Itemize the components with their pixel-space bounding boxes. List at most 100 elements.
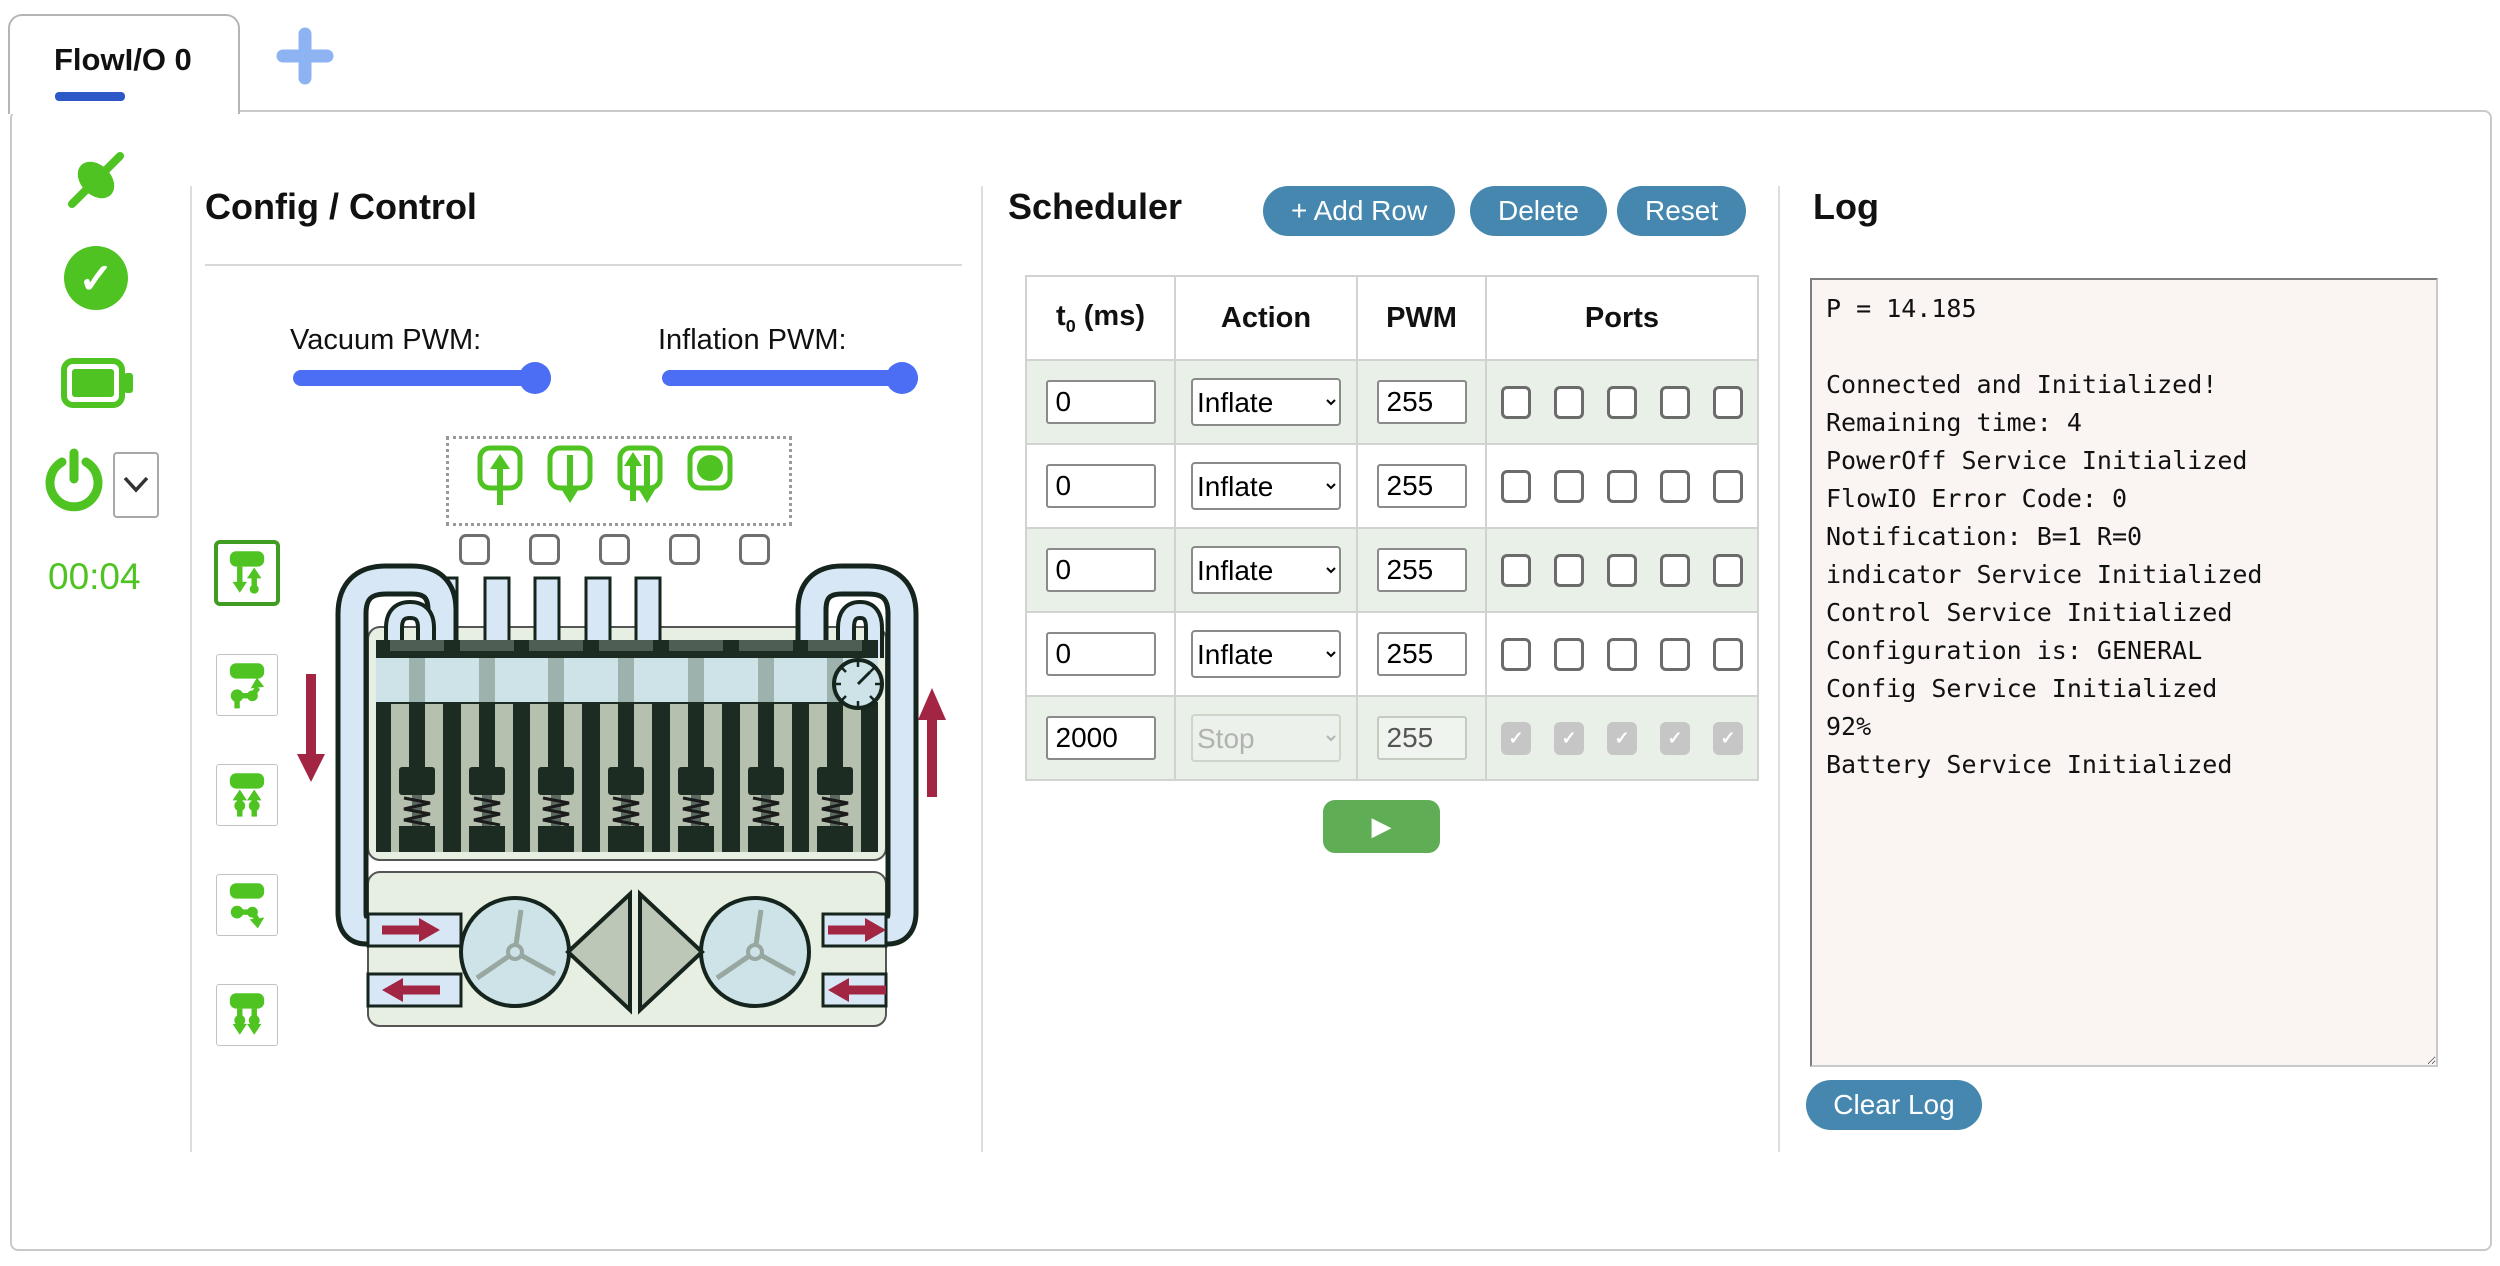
action-select: Stop bbox=[1191, 714, 1341, 762]
connect-button[interactable] bbox=[62, 146, 130, 219]
stop-icon bbox=[687, 445, 733, 491]
battery-status bbox=[60, 356, 136, 415]
t0-input[interactable] bbox=[1045, 464, 1156, 508]
status-ok-check-icon: ✓ bbox=[64, 246, 128, 310]
port-checkbox[interactable] bbox=[1501, 469, 1531, 503]
port-checkbox[interactable] bbox=[1554, 637, 1584, 671]
ports-cell bbox=[1488, 637, 1756, 671]
port-checkbox[interactable] bbox=[1660, 637, 1690, 671]
power-options-dropdown[interactable] bbox=[113, 452, 159, 518]
add-row-button[interactable]: + Add Row bbox=[1263, 186, 1456, 236]
port-checkbox[interactable] bbox=[1713, 553, 1743, 587]
port-checkbox[interactable] bbox=[1660, 553, 1690, 587]
pneumatic-diagram bbox=[330, 562, 948, 1059]
tab-flowio-0[interactable]: FlowI/O 0 bbox=[8, 14, 240, 114]
clear-log-button[interactable]: Clear Log bbox=[1806, 1080, 1982, 1130]
port-checkbox[interactable] bbox=[1554, 553, 1584, 587]
port-checkbox[interactable] bbox=[529, 534, 560, 565]
mode-inflate-one-button[interactable] bbox=[216, 654, 278, 716]
tab-active-underline bbox=[55, 92, 125, 101]
port-checkbox: ✓ bbox=[1554, 721, 1584, 755]
port-checkbox: ✓ bbox=[1713, 721, 1743, 755]
add-tab-button[interactable] bbox=[275, 26, 335, 86]
pwm-input[interactable] bbox=[1376, 464, 1467, 508]
scheduler-panel-title: Scheduler bbox=[1008, 186, 1183, 227]
inflation-pwm-slider[interactable] bbox=[662, 370, 918, 386]
scheduler-header-row: t0 (ms) Action PWM Ports bbox=[1025, 275, 1759, 361]
inflate-button[interactable] bbox=[477, 445, 523, 509]
mode-vacuum-one-button[interactable] bbox=[216, 874, 278, 936]
ports-cell: ✓ ✓ ✓ ✓ ✓ bbox=[1488, 721, 1756, 755]
ports-cell bbox=[1488, 385, 1756, 419]
log-panel-title: Log bbox=[1813, 186, 1879, 227]
battery-icon bbox=[61, 358, 133, 408]
scheduler-table-body: Inflate Inflate Inflate Inflate Stop ✓✓✓… bbox=[1025, 359, 1759, 781]
t0-input[interactable] bbox=[1045, 548, 1156, 592]
mode-inflate-all-button[interactable] bbox=[216, 764, 278, 826]
port-checkbox[interactable] bbox=[1660, 385, 1690, 419]
action-select[interactable]: Inflate bbox=[1191, 462, 1341, 510]
port-checkbox-row bbox=[459, 534, 770, 565]
t0-input[interactable] bbox=[1045, 380, 1156, 424]
mode-vacuum-all-button[interactable] bbox=[216, 984, 278, 1046]
release-button[interactable] bbox=[617, 445, 663, 509]
tab-title: FlowI/O 0 bbox=[54, 42, 192, 77]
port-checkbox[interactable] bbox=[1501, 637, 1531, 671]
chevron-down-icon bbox=[123, 476, 149, 493]
port-checkbox: ✓ bbox=[1607, 721, 1637, 755]
pwm-input[interactable] bbox=[1376, 632, 1467, 676]
port-checkbox: ✓ bbox=[1501, 721, 1531, 755]
scheduler-table: t0 (ms) Action PWM Ports Inflate Inflate… bbox=[1025, 275, 1759, 781]
play-icon: ▶ bbox=[1371, 811, 1392, 841]
port-checkbox[interactable] bbox=[599, 534, 630, 565]
reset-button[interactable]: Reset bbox=[1617, 186, 1747, 236]
release-icon bbox=[617, 445, 663, 503]
action-select[interactable]: Inflate bbox=[1191, 378, 1341, 426]
action-select[interactable]: Inflate bbox=[1191, 546, 1341, 594]
port-checkbox[interactable] bbox=[669, 534, 700, 565]
t0-input[interactable] bbox=[1045, 716, 1156, 760]
config-panel-title: Config / Control bbox=[205, 186, 477, 227]
port-checkbox[interactable] bbox=[1554, 469, 1584, 503]
pwm-input[interactable] bbox=[1376, 380, 1467, 424]
port-checkbox[interactable] bbox=[1607, 385, 1637, 419]
port-checkbox: ✓ bbox=[1660, 721, 1690, 755]
power-off-button[interactable] bbox=[44, 448, 104, 521]
scheduler-row: Inflate bbox=[1025, 443, 1759, 529]
port-checkbox[interactable] bbox=[1501, 385, 1531, 419]
port-checkbox[interactable] bbox=[1501, 553, 1531, 587]
port-checkbox[interactable] bbox=[1713, 385, 1743, 419]
action-select[interactable]: Inflate bbox=[1191, 630, 1341, 678]
delete-button[interactable]: Delete bbox=[1470, 186, 1607, 236]
header-action: Action bbox=[1174, 275, 1358, 361]
t0-input[interactable] bbox=[1045, 632, 1156, 676]
ports-cell bbox=[1488, 469, 1756, 503]
log-textarea[interactable]: P = 14.185 Connected and Initialized! Re… bbox=[1810, 278, 2438, 1067]
connected-plug-icon bbox=[68, 152, 124, 208]
mode-inflate-vacuum-button[interactable] bbox=[214, 540, 280, 606]
pwm-input[interactable] bbox=[1376, 548, 1467, 592]
stop-button[interactable] bbox=[687, 445, 733, 509]
port-checkbox[interactable] bbox=[1607, 637, 1637, 671]
port-checkbox[interactable] bbox=[1713, 637, 1743, 671]
action-button-group bbox=[446, 436, 792, 526]
port-checkbox[interactable] bbox=[1660, 469, 1690, 503]
flow-down-arrow-icon bbox=[296, 672, 326, 789]
scheduler-row: Stop ✓ ✓ ✓ ✓ ✓ bbox=[1025, 695, 1759, 781]
play-schedule-button[interactable]: ▶ bbox=[1323, 800, 1440, 853]
vacuum-pwm-slider[interactable] bbox=[293, 370, 551, 386]
port-checkbox[interactable] bbox=[459, 534, 490, 565]
port-checkbox[interactable] bbox=[739, 534, 770, 565]
inflate-icon bbox=[477, 445, 523, 505]
port-checkbox[interactable] bbox=[1713, 469, 1743, 503]
vacuum-button[interactable] bbox=[547, 445, 593, 509]
divider bbox=[981, 186, 983, 1152]
port-checkbox[interactable] bbox=[1554, 385, 1584, 419]
port-checkbox[interactable] bbox=[1607, 553, 1637, 587]
inflation-pwm-label: Inflation PWM: bbox=[658, 324, 847, 356]
header-ports: Ports bbox=[1485, 275, 1759, 361]
scheduler-row: Inflate bbox=[1025, 527, 1759, 613]
header-t0: t0 (ms) bbox=[1025, 275, 1176, 361]
manifold-vacuum-one-icon bbox=[229, 882, 265, 928]
port-checkbox[interactable] bbox=[1607, 469, 1637, 503]
